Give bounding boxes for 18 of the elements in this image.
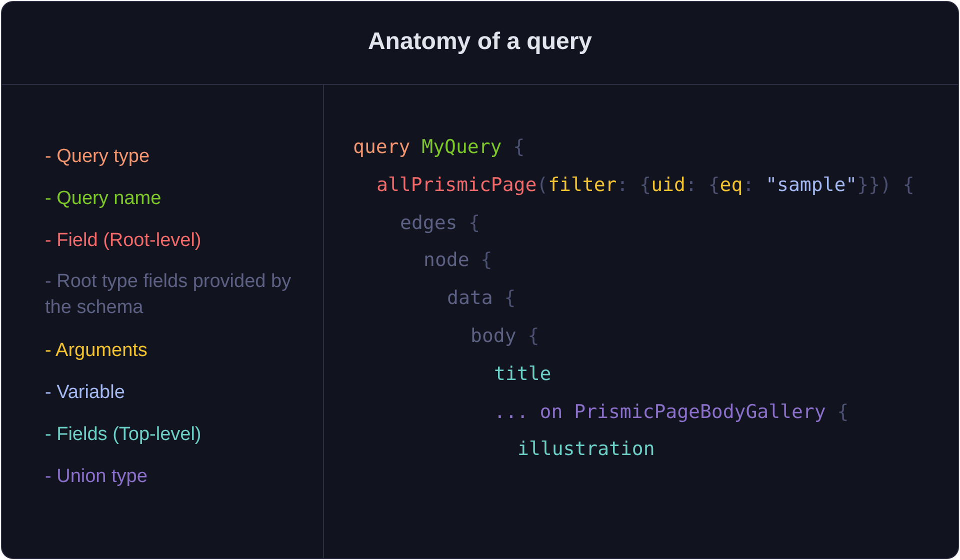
code-line: edges { <box>400 210 480 236</box>
legend-entry: - Variable <box>45 381 126 405</box>
code-line: body { <box>470 324 540 349</box>
legend-entry: - Root type fields provided by the schema <box>45 270 292 320</box>
legend-entry: - Field (Root-level) <box>45 229 202 253</box>
legend-entry: - Query type <box>45 145 151 169</box>
title: Anatomy of a query <box>366 28 594 56</box>
code-line: title <box>494 362 552 387</box>
code-line: illustration <box>518 437 655 462</box>
code-line: node { <box>424 248 492 274</box>
legend-entry: - Union type <box>45 465 148 489</box>
legend-entry: - Query name <box>45 187 162 211</box>
legend-entry: - Arguments <box>45 339 148 363</box>
code-line: query MyQuery { <box>353 135 525 160</box>
code-line: ... on PrismicPageBodyGallery { <box>494 400 849 425</box>
code-line: data { <box>447 286 516 312</box>
code-line: allPrismicPage(filter: {uid: {eq: "sample"}}) { <box>376 172 914 198</box>
legend-entry: - Fields (Top-level) <box>45 423 202 447</box>
